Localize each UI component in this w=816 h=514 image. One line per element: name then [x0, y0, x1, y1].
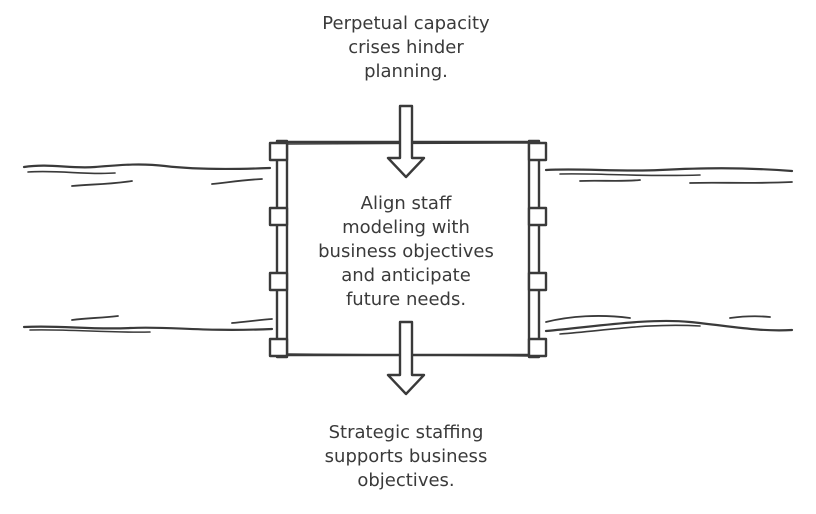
problem-line-3: planning.	[364, 61, 448, 82]
solution-line-1: Align staff	[360, 193, 452, 214]
solution-line-2: modeling with	[342, 217, 470, 238]
problem-line-2: crises hinder	[348, 37, 464, 58]
solution-line-5: future needs.	[345, 289, 467, 310]
solution-line-4: and anticipate	[341, 265, 471, 286]
right-river-lower-bank-echo	[559, 324, 701, 335]
right-river-upper-bank	[544, 167, 794, 173]
solution-line-3: business objectives	[318, 241, 494, 262]
left-river-lower-bank-echo	[29, 329, 151, 333]
right-dam-block-3	[527, 271, 548, 292]
left-river-lower-bank	[22, 325, 274, 331]
right-river-upper-ripple-2	[689, 181, 793, 184]
right-river-lower-bank	[544, 319, 794, 333]
top-arrow	[386, 104, 426, 179]
bottom-arrow	[386, 320, 426, 396]
right-river-upper-bank-echo	[559, 173, 701, 177]
outcome-line-2: supports business	[324, 446, 488, 467]
right-river-lower-ripple	[545, 315, 631, 323]
left-dam-block-2	[268, 206, 289, 227]
left-river-upper-bank	[22, 163, 272, 171]
right-river-upper-ripple	[579, 179, 641, 182]
left-river-upper-ripple	[71, 180, 133, 187]
right-dam-block-4	[527, 337, 548, 358]
left-river-lower-ripple	[71, 315, 119, 321]
left-dam-block-1	[268, 141, 289, 162]
outcome-line-3: objectives.	[357, 470, 455, 491]
right-dam-block-2	[527, 206, 548, 227]
right-dam-block-1	[527, 141, 548, 162]
left-river-upper-ripple-2	[211, 178, 263, 185]
left-river-lower-ripple-2	[231, 318, 273, 324]
solution-statement: Align staff modeling with business objec…	[281, 192, 531, 312]
right-river-lower-ripple-2	[729, 315, 771, 319]
problem-statement: Perpetual capacity crises hinder plannin…	[256, 12, 556, 84]
left-river-upper-bank-echo	[27, 170, 116, 175]
outcome-line-1: Strategic staffing	[328, 422, 484, 443]
outcome-statement: Strategic staffing supports business obj…	[256, 421, 556, 493]
left-dam-block-4	[268, 337, 289, 358]
left-dam-block-3	[268, 271, 289, 292]
problem-line-1: Perpetual capacity	[322, 13, 490, 34]
